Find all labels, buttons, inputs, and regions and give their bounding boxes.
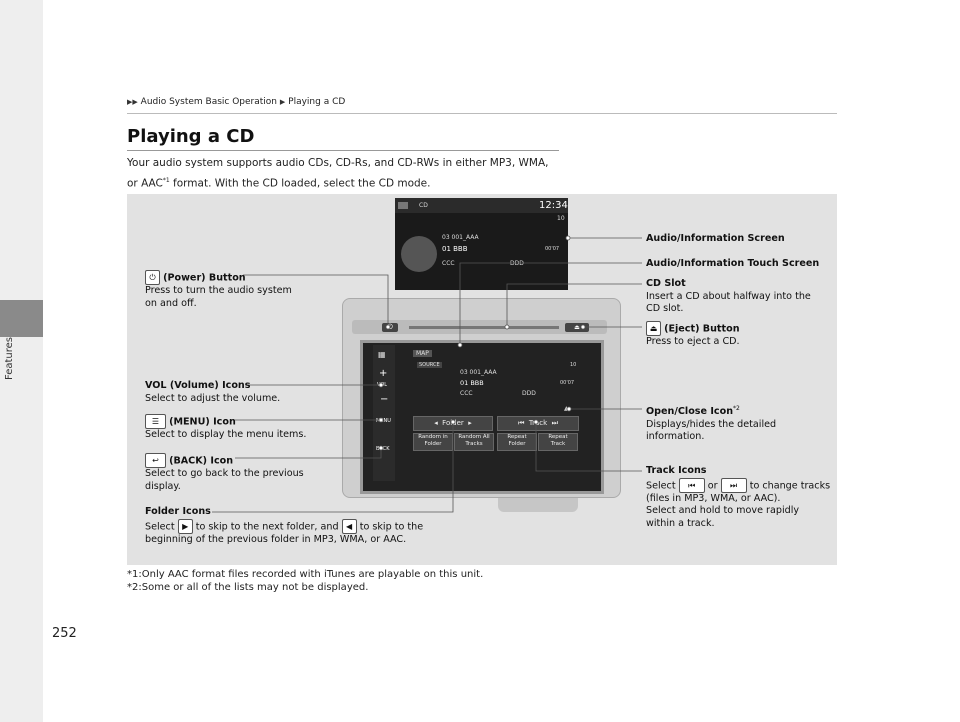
clock: 12:34 bbox=[539, 200, 568, 211]
home-icon bbox=[398, 202, 408, 209]
home-icon[interactable]: ▦ bbox=[378, 350, 386, 359]
track-next-icon: ⏭ bbox=[720, 477, 747, 493]
open-close-icon[interactable]: ▲ bbox=[564, 405, 569, 412]
audio-info-screen: CD 12:34 10 03 001_AAA 01 BBB 00'07 CCC … bbox=[395, 198, 568, 290]
menu-icon: ☰ bbox=[145, 414, 166, 429]
track-line2: 01 BBB bbox=[460, 379, 484, 387]
volume-level: 10 bbox=[570, 362, 577, 368]
track-label: Track bbox=[528, 419, 548, 427]
breadcrumb-part2[interactable]: Playing a CD bbox=[288, 97, 346, 107]
track-line3: CCC bbox=[442, 260, 455, 267]
folder-next-icon[interactable]: ▸ bbox=[468, 419, 472, 427]
track-bar: ⏮ Track ⏭ bbox=[497, 416, 579, 431]
folder-bar: ◂ Folder ▸ bbox=[413, 416, 493, 431]
back-icon[interactable]: BACK bbox=[376, 446, 390, 452]
volume-down-icon[interactable]: − bbox=[380, 394, 389, 405]
mode-label: CD bbox=[419, 202, 428, 209]
intro-line1: Your audio system supports audio CDs, CD… bbox=[127, 157, 549, 169]
folder-label: Folder bbox=[442, 419, 464, 427]
bottom-tray bbox=[498, 498, 578, 512]
side-label: Features bbox=[4, 337, 15, 380]
arrow-icon: ▶▶ bbox=[127, 98, 138, 106]
left-control-strip bbox=[373, 345, 395, 481]
page-number: 252 bbox=[52, 626, 77, 641]
elapsed-time: 00'07 bbox=[560, 380, 575, 386]
eject-button[interactable]: ⏏ bbox=[565, 323, 589, 332]
cd-slot[interactable] bbox=[409, 326, 559, 329]
track-next-icon[interactable]: ⏭ bbox=[551, 419, 558, 427]
intro-line2b: format. With the CD loaded, select the C… bbox=[169, 177, 431, 190]
source-button[interactable]: SOURCE bbox=[417, 362, 442, 368]
back-icon: ↩ bbox=[145, 453, 166, 468]
footnote-1: *1:Only AAC format files recorded with i… bbox=[127, 569, 484, 580]
breadcrumb: ▶▶ Audio System Basic Operation ▶ Playin… bbox=[127, 97, 345, 107]
track-prev-icon[interactable]: ⏮ bbox=[518, 419, 525, 427]
volume-level: 10 bbox=[557, 215, 565, 222]
track-line1: 03 001_AAA bbox=[460, 369, 497, 376]
track-line4: DDD bbox=[510, 260, 524, 267]
power-button[interactable]: ⏻ bbox=[382, 323, 398, 332]
vol-label: VOL bbox=[377, 382, 388, 388]
track-line4: DDD bbox=[522, 390, 536, 397]
footnote-2: *2:Some or all of the lists may not be d… bbox=[127, 582, 369, 593]
volume-up-icon[interactable]: + bbox=[379, 368, 388, 379]
side-tab-marker bbox=[0, 300, 43, 337]
track-prev-icon: ⏮ bbox=[678, 477, 705, 493]
menu-icon[interactable]: MENU bbox=[376, 418, 391, 424]
elapsed-time: 00'07 bbox=[545, 246, 560, 252]
map-button[interactable]: MAP bbox=[413, 350, 432, 357]
power-icon: ⏻ bbox=[145, 270, 160, 285]
folder-next-icon: ▶ bbox=[177, 518, 193, 534]
folder-prev-icon[interactable]: ◂ bbox=[434, 419, 438, 427]
intro-text: Your audio system supports audio CDs, CD… bbox=[127, 155, 587, 193]
screen-header bbox=[395, 198, 568, 213]
cd-disc-icon bbox=[401, 236, 437, 272]
divider bbox=[127, 113, 837, 114]
track-line1: 03 001_AAA bbox=[442, 234, 479, 241]
page-title: Playing a CD bbox=[127, 126, 255, 147]
footnote-ref: *1 bbox=[162, 177, 170, 184]
intro-line2a: or AAC bbox=[127, 177, 163, 190]
callout-audio-info-touch: Audio/Information Touch Screen bbox=[646, 258, 820, 269]
folder-prev-icon: ◀ bbox=[341, 518, 357, 534]
breadcrumb-part1[interactable]: Audio System Basic Operation bbox=[140, 97, 277, 107]
arrow-icon: ▶ bbox=[279, 98, 286, 106]
callout-audio-info-screen: Audio/Information Screen bbox=[646, 233, 785, 244]
title-rule bbox=[127, 150, 559, 151]
eject-icon: ⏏ bbox=[646, 321, 661, 336]
track-line3: CCC bbox=[460, 390, 473, 397]
side-tab bbox=[0, 0, 43, 722]
track-line2: 01 BBB bbox=[442, 245, 468, 253]
